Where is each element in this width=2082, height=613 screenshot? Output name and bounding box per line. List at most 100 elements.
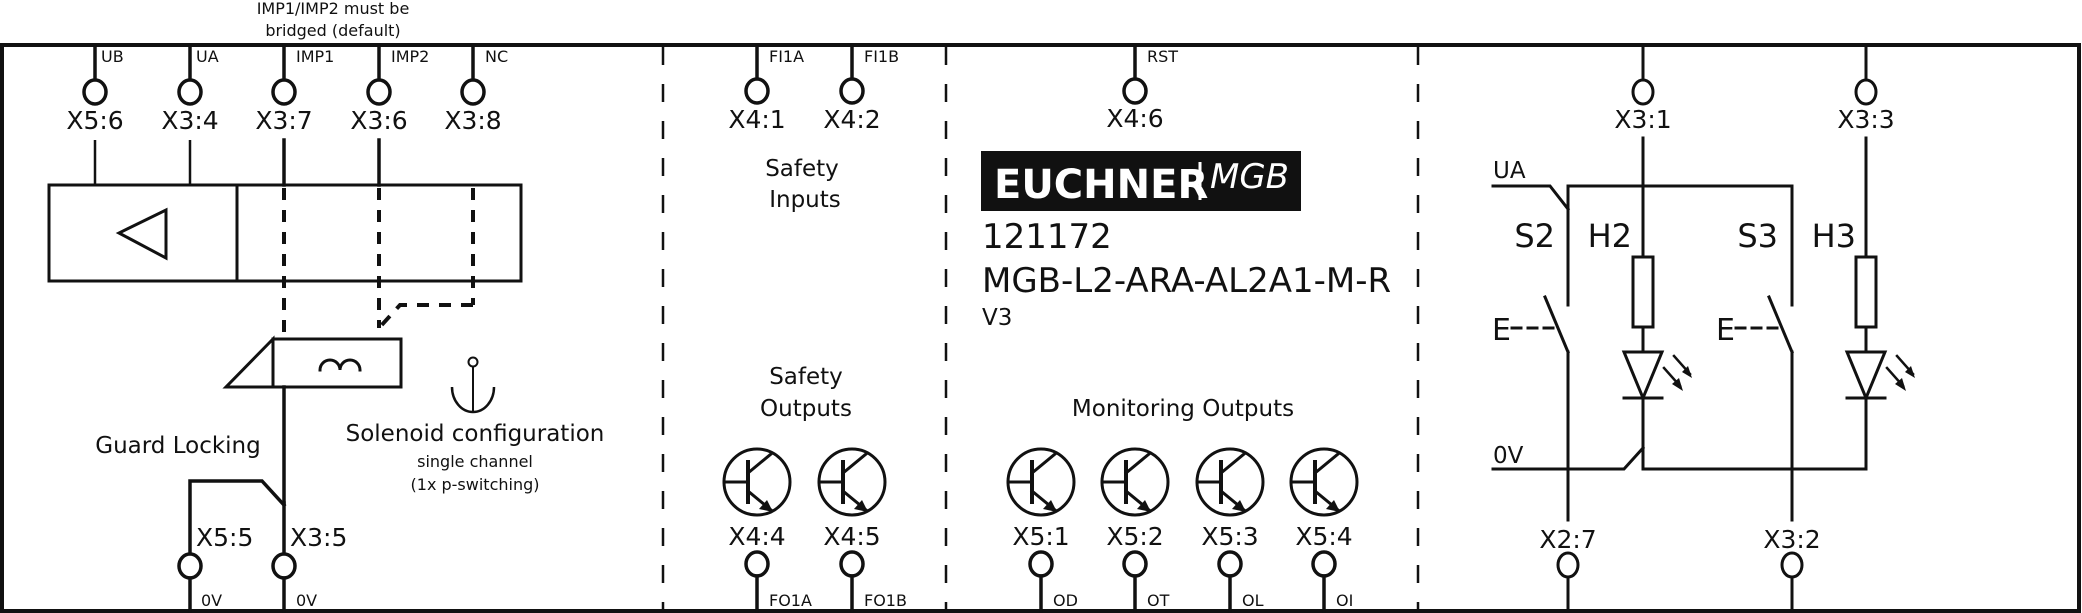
actuator-label: E bbox=[1492, 313, 1511, 348]
terminal-label: X4:2 bbox=[823, 105, 880, 134]
terminal-x4-6: RST X4:6 bbox=[1106, 45, 1178, 133]
terminal-x2-7: X2:7 bbox=[1539, 525, 1597, 613]
terminal-label: X3:6 bbox=[350, 106, 407, 135]
terminal-circle-icon bbox=[177, 552, 203, 580]
solenoid-title: Solenoid configuration bbox=[346, 421, 605, 447]
signal-label: FI1A bbox=[769, 47, 804, 66]
ground-label: 0V bbox=[1493, 443, 1524, 469]
transistor-icon bbox=[1006, 447, 1076, 517]
guard-locking-section: UB X5:6 UA X3:4 IMP1 X3:7 IMP2 X3:6 bbox=[47, 45, 605, 613]
terminal-circle-icon bbox=[839, 550, 865, 578]
terminal-x5-4: X5:4 OI bbox=[1295, 522, 1353, 613]
signal-label: OT bbox=[1147, 591, 1170, 610]
terminal-x4-2: FI1B X4:2 bbox=[823, 45, 899, 134]
terminal-label: X5:3 bbox=[1201, 522, 1258, 551]
lamp-label-h2: H2 bbox=[1588, 217, 1632, 255]
signal-label: NC bbox=[485, 47, 508, 66]
signal-label: FI1B bbox=[864, 47, 899, 66]
terminal-x4-1: FI1A X4:1 bbox=[728, 45, 804, 134]
product-family: MGB bbox=[1210, 157, 1289, 197]
actuator-label: E bbox=[1716, 313, 1735, 348]
note-line-1: IMP1/IMP2 must be bbox=[257, 0, 410, 18]
signal-label: OI bbox=[1336, 591, 1353, 610]
signal-label: UB bbox=[101, 47, 124, 66]
terminal-label: X5:5 bbox=[196, 523, 253, 552]
anchor-icon bbox=[450, 356, 496, 414]
terminal-label: X3:1 bbox=[1614, 105, 1671, 134]
terminal-circle-icon bbox=[1122, 550, 1148, 578]
terminal-label: X2:7 bbox=[1539, 525, 1596, 554]
terminal-x3-2: X3:2 bbox=[1763, 525, 1821, 613]
signal-label: OD bbox=[1053, 591, 1078, 610]
guard-locking-title: Guard Locking bbox=[95, 433, 260, 459]
terminal-label: X5:6 bbox=[66, 106, 123, 135]
terminal-circle-icon bbox=[1854, 78, 1878, 106]
terminal-x5-2: X5:2 OT bbox=[1106, 522, 1170, 613]
terminal-x4-5: X4:5 FO1B bbox=[823, 522, 907, 613]
solenoid-icon bbox=[222, 335, 403, 389]
terminal-circle-icon bbox=[1028, 550, 1054, 578]
terminal-label: X4:6 bbox=[1106, 104, 1163, 133]
terminal-x3-3: X3:3 bbox=[1837, 45, 1895, 134]
terminal-x3-7: IMP1 X3:7 bbox=[255, 45, 334, 187]
terminal-x3-5: X3:5 0V bbox=[271, 523, 347, 613]
transistor-icon bbox=[817, 447, 887, 517]
signal-label: 0V bbox=[296, 591, 317, 610]
device-section: RST X4:6 EUCHNER MGB 121172 MGB-L2-ARA-A… bbox=[981, 45, 1391, 613]
terminal-x5-1: X5:1 OD bbox=[1012, 522, 1078, 613]
terminal-x3-6: IMP2 X3:6 bbox=[350, 45, 429, 187]
euchner-logo: EUCHNER MGB bbox=[981, 151, 1301, 211]
model-number: MGB-L2-ARA-AL2A1-M-R bbox=[982, 261, 1391, 301]
note-line-2: bridged (default) bbox=[265, 21, 400, 40]
terminal-circle-icon bbox=[1556, 551, 1580, 579]
signal-label: IMP2 bbox=[391, 47, 429, 66]
terminal-x5-3: X5:3 OL bbox=[1201, 522, 1264, 613]
terminal-circle-icon bbox=[1780, 551, 1804, 579]
signal-label: IMP1 bbox=[296, 47, 334, 66]
signal-label: OL bbox=[1242, 591, 1264, 610]
safety-outputs-title-2: Outputs bbox=[760, 396, 852, 422]
safety-inputs-title-2: Inputs bbox=[769, 187, 841, 213]
monitoring-outputs-title: Monitoring Outputs bbox=[1072, 396, 1294, 422]
terminal-circle-icon bbox=[82, 78, 108, 106]
terminal-circle-icon bbox=[1311, 550, 1337, 578]
safety-outputs-title-1: Safety bbox=[769, 364, 843, 390]
brand-name: EUCHNER bbox=[994, 162, 1208, 208]
safety-io-section: FI1A X4:1 FI1B X4:2 Safety Inputs Safety… bbox=[722, 45, 907, 613]
terminal-label: X3:5 bbox=[290, 523, 347, 552]
terminal-circle-icon bbox=[271, 552, 297, 580]
terminal-label: X3:2 bbox=[1763, 525, 1820, 554]
led-icon bbox=[1844, 255, 1915, 402]
control-panel-section: X3:1 X3:3 UA S2 E S3 E H2 bbox=[1491, 45, 1915, 613]
lamp-label-h3: H3 bbox=[1812, 217, 1856, 255]
solenoid-line-2: single channel bbox=[417, 452, 533, 471]
terminal-circle-icon bbox=[366, 78, 392, 106]
terminal-x3-4: UA X3:4 bbox=[161, 45, 219, 185]
switch-label-s3: S3 bbox=[1737, 217, 1778, 255]
terminal-x3-1: X3:1 bbox=[1614, 45, 1672, 134]
terminal-circle-icon bbox=[744, 550, 770, 578]
terminal-label: X3:4 bbox=[161, 106, 218, 135]
signal-label: FO1B bbox=[864, 591, 907, 610]
pushbutton-switch-icon bbox=[1734, 295, 1794, 522]
led-icon bbox=[1621, 255, 1692, 402]
signal-label: UA bbox=[196, 47, 219, 66]
terminal-label: X5:4 bbox=[1295, 522, 1352, 551]
solenoid-line-3: (1x p-switching) bbox=[411, 475, 540, 494]
supply-label: UA bbox=[1493, 158, 1526, 184]
terminal-circle-icon bbox=[177, 78, 203, 106]
terminal-circle-icon bbox=[271, 78, 297, 106]
terminal-x5-6: UB X5:6 bbox=[66, 45, 124, 185]
terminal-x5-5: X5:5 0V bbox=[177, 523, 253, 613]
order-number: 121172 bbox=[982, 217, 1112, 257]
terminal-label: X3:3 bbox=[1837, 105, 1894, 134]
signal-label: 0V bbox=[201, 591, 222, 610]
terminal-label: X5:1 bbox=[1012, 522, 1069, 551]
terminal-label: X3:8 bbox=[444, 106, 501, 135]
transistor-icon bbox=[1195, 447, 1265, 517]
switch-label-s2: S2 bbox=[1514, 217, 1555, 255]
terminal-circle-icon bbox=[744, 77, 770, 105]
pushbutton-switch-icon bbox=[1510, 295, 1570, 522]
triangle-icon bbox=[115, 207, 168, 261]
